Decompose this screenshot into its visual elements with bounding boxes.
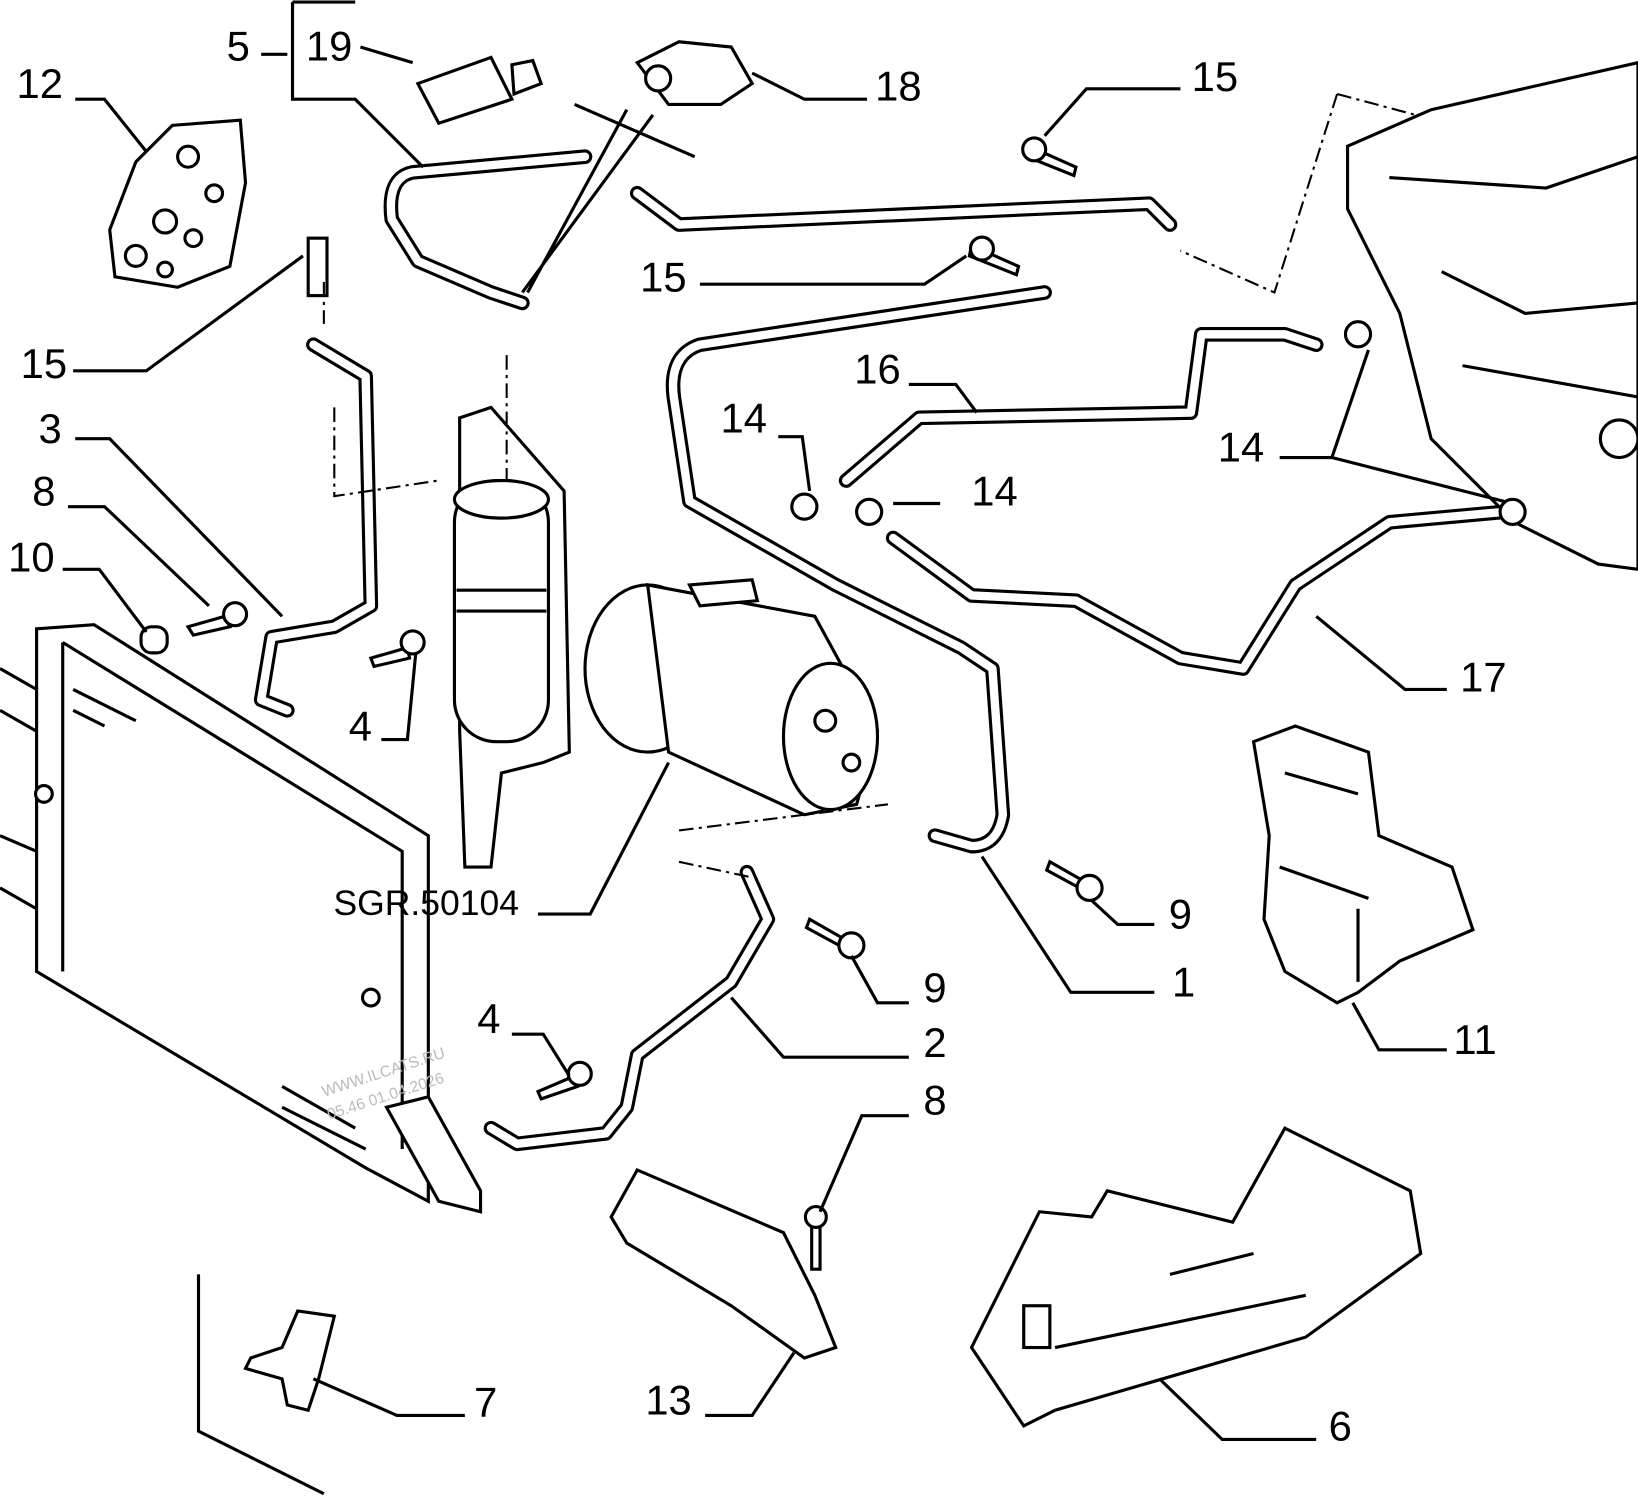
hose-lines [253, 149, 1512, 1152]
callout-9-right: 9 [1169, 891, 1192, 938]
callout-12: 12 [16, 60, 62, 107]
callout-11: 11 [1453, 1016, 1496, 1063]
callout-10: 10 [8, 533, 54, 580]
condenser-drawing [0, 623, 483, 1214]
callout-19: 19 [306, 23, 352, 70]
callout-14-left: 14 [721, 394, 767, 441]
brackets-drawing [243, 724, 1475, 1428]
callout-15-mid: 15 [640, 253, 686, 300]
callout-13: 13 [645, 1376, 691, 1423]
valve-and-switch-drawing [415, 40, 755, 126]
callout-4-top: 4 [349, 703, 372, 750]
callout-8-bottom: 8 [923, 1077, 946, 1124]
fasteners-drawing [139, 136, 1527, 1271]
callout-15-top: 15 [1192, 53, 1238, 100]
callout-8-top: 8 [32, 468, 55, 515]
callout-3: 3 [39, 405, 62, 452]
seal-kit-drawing [108, 118, 248, 289]
callout-14-center: 14 [971, 468, 1017, 515]
callout-18: 18 [875, 62, 921, 109]
callout-labels: 5 19 12 18 15 15 15 16 14 14 14 3 8 10 4… [8, 23, 1506, 1450]
callout-7: 7 [474, 1378, 497, 1425]
diagram-code: SGR.50104 [333, 883, 519, 923]
callout-14-right: 14 [1218, 424, 1264, 471]
receiver-drier-drawing [452, 405, 571, 869]
callout-17: 17 [1460, 654, 1506, 701]
callout-5: 5 [227, 23, 250, 70]
callout-1: 1 [1172, 959, 1195, 1006]
callout-6: 6 [1329, 1403, 1352, 1450]
heater-box-drawing [1180, 61, 1638, 571]
callout-9-left: 9 [923, 964, 946, 1011]
callout-2: 2 [923, 1019, 946, 1066]
callout-15-left: 15 [21, 340, 67, 387]
callout-4-bottom: 4 [477, 995, 500, 1042]
leader-lines [62, 0, 1505, 1442]
callout-16: 16 [854, 345, 900, 392]
compressor-drawing [583, 578, 880, 817]
